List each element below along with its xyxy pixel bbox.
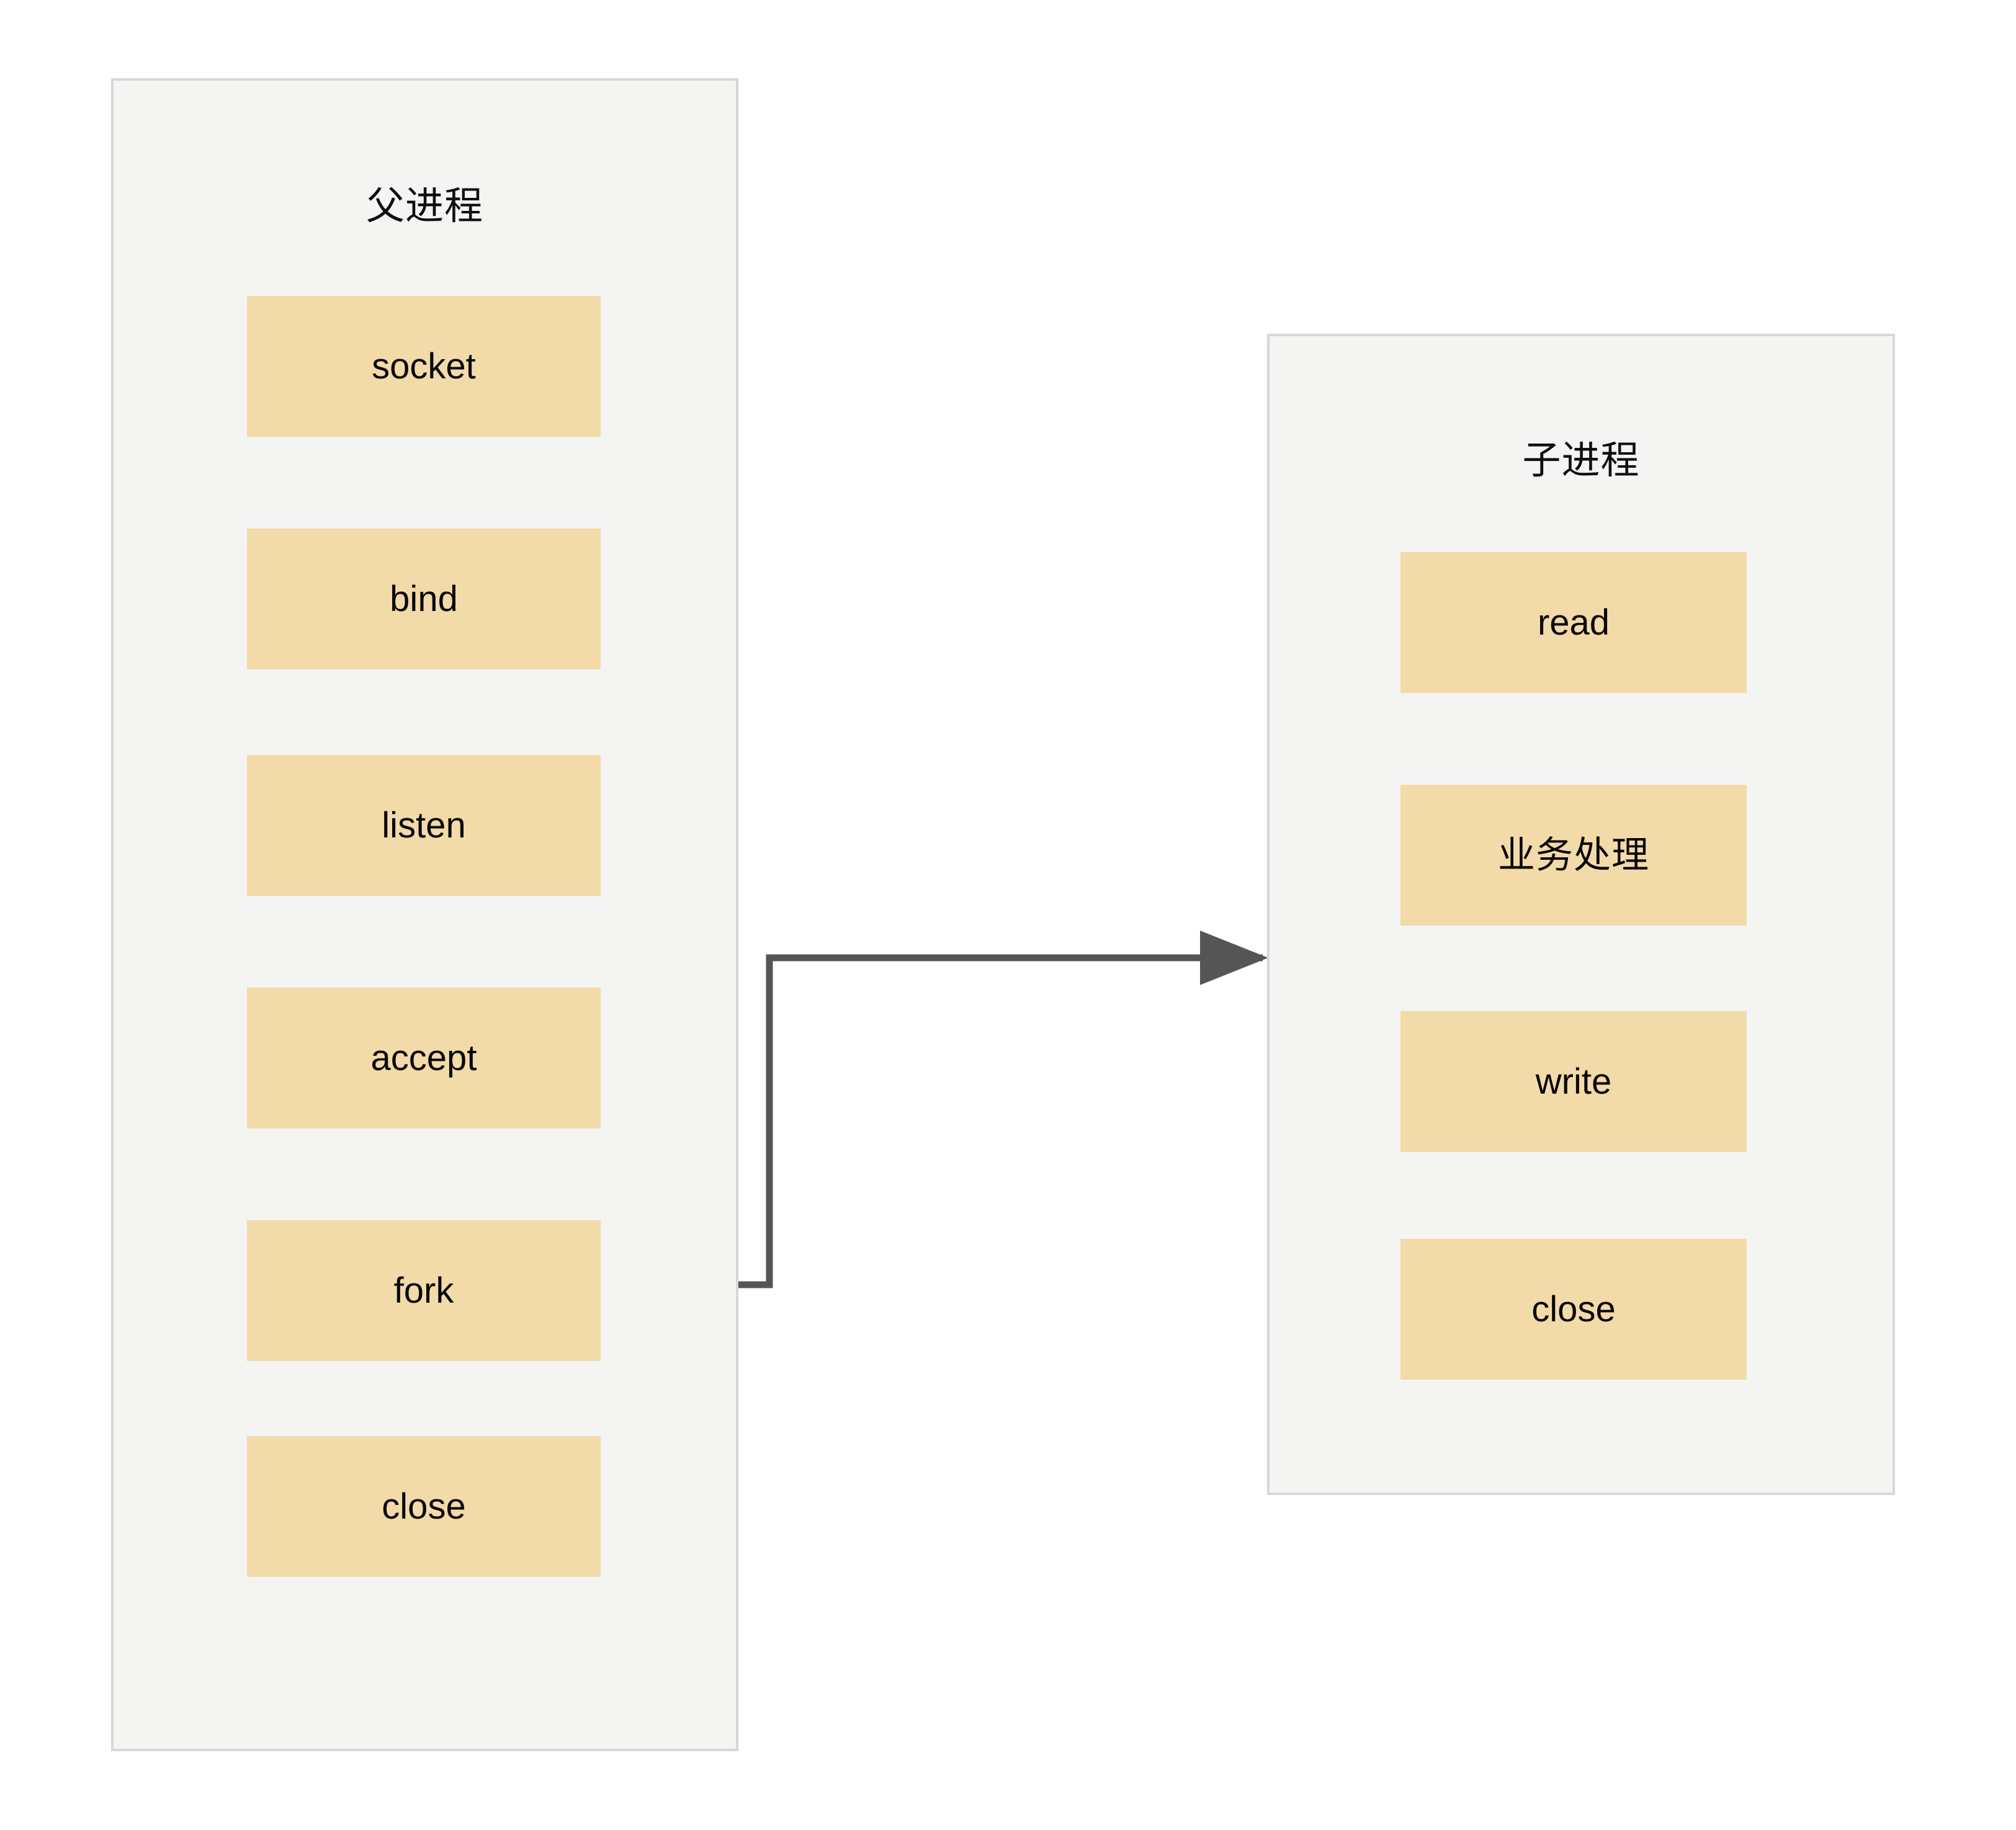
- node-close-parent[interactable]: close: [247, 1436, 601, 1577]
- node-accept-label: accept: [370, 1037, 477, 1078]
- node-fork-label: fork: [393, 1270, 454, 1311]
- node-socket[interactable]: socket: [247, 296, 601, 437]
- node-bind-label: bind: [390, 578, 458, 619]
- node-listen-label: listen: [382, 805, 466, 846]
- node-business-processing-label: 业务处理: [1498, 834, 1649, 876]
- parent-process-title: 父进程: [365, 185, 483, 228]
- node-read[interactable]: read: [1400, 552, 1747, 693]
- node-accept[interactable]: accept: [247, 988, 601, 1128]
- node-fork[interactable]: fork: [247, 1220, 601, 1361]
- node-close-child[interactable]: close: [1400, 1239, 1747, 1380]
- node-bind[interactable]: bind: [247, 529, 601, 669]
- node-listen[interactable]: listen: [247, 755, 601, 896]
- child-process-title: 子进程: [1522, 439, 1640, 482]
- node-business-processing[interactable]: 业务处理: [1400, 785, 1747, 926]
- node-write-label: write: [1535, 1061, 1612, 1102]
- node-close-child-label: close: [1531, 1288, 1616, 1329]
- node-write[interactable]: write: [1400, 1011, 1747, 1152]
- node-close-parent-label: close: [382, 1486, 466, 1527]
- node-socket-label: socket: [372, 346, 476, 386]
- node-read-label: read: [1537, 602, 1610, 643]
